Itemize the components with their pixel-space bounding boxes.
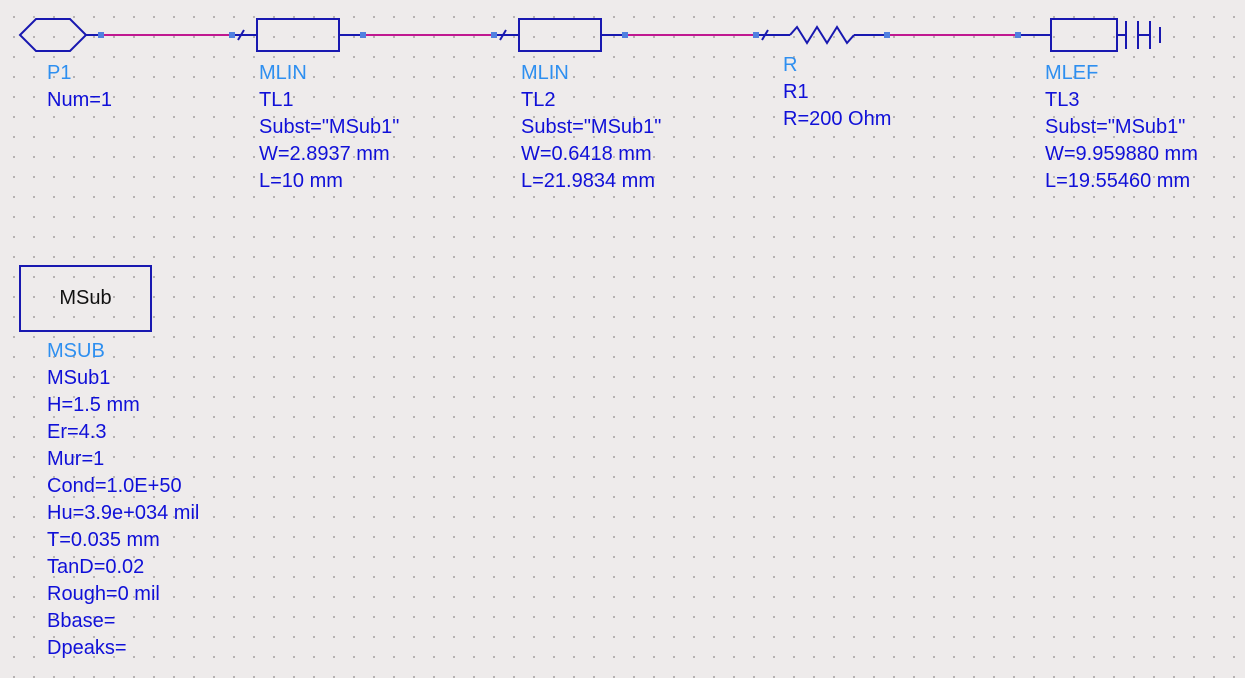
component-name: P1 bbox=[47, 62, 72, 84]
component-prop[interactable]: Mur=1 bbox=[47, 448, 105, 470]
label-p1[interactable]: P1 Num=1 bbox=[47, 60, 112, 114]
mlin-body bbox=[256, 18, 340, 52]
component-type: MSUB bbox=[47, 340, 105, 362]
msub-box-label: MSub bbox=[59, 287, 112, 309]
label-tl3[interactable]: MLEF TL3 Subst="MSub1" W=9.959880 mm L=1… bbox=[1045, 60, 1198, 195]
component-prop[interactable]: Subst="MSub1" bbox=[259, 116, 400, 138]
label-r1[interactable]: R R1 R=200 Ohm bbox=[783, 52, 891, 133]
component-name[interactable]: TL2 bbox=[521, 89, 556, 111]
component-name[interactable]: R1 bbox=[783, 81, 809, 103]
component-type: MLIN bbox=[521, 62, 569, 84]
component-type: MLEF bbox=[1045, 62, 1099, 84]
component-prop[interactable]: Num=1 bbox=[47, 89, 113, 111]
component-tl3[interactable] bbox=[1018, 18, 1161, 52]
terminal-tick bbox=[499, 29, 507, 41]
port-node[interactable] bbox=[360, 32, 366, 38]
port-node[interactable] bbox=[884, 32, 890, 38]
component-prop[interactable]: T=0.035 mm bbox=[47, 529, 160, 551]
component-name[interactable]: TL3 bbox=[1045, 89, 1080, 111]
mlef-body bbox=[1050, 18, 1118, 52]
port-node[interactable] bbox=[1015, 32, 1021, 38]
component-name[interactable]: TL1 bbox=[259, 89, 294, 111]
port-symbol bbox=[18, 18, 88, 52]
msub-component-box[interactable]: MSub bbox=[19, 265, 152, 332]
component-prop[interactable]: W=2.8937 mm bbox=[259, 143, 390, 165]
component-prop[interactable]: TanD=0.02 bbox=[47, 556, 145, 578]
component-prop[interactable]: W=0.6418 mm bbox=[521, 143, 652, 165]
component-prop[interactable]: Dpeaks= bbox=[47, 637, 127, 659]
terminal-tick bbox=[237, 29, 245, 41]
label-tl2[interactable]: MLIN TL2 Subst="MSub1" W=0.6418 mm L=21.… bbox=[521, 60, 661, 195]
component-prop[interactable]: Rough=0 mil bbox=[47, 583, 160, 605]
label-msub[interactable]: MSUB MSub1 H=1.5 mm Er=4.3 Mur=1 Cond=1.… bbox=[47, 338, 199, 662]
component-tl2[interactable] bbox=[494, 18, 625, 52]
component-r1[interactable] bbox=[756, 25, 887, 45]
port-node[interactable] bbox=[229, 32, 235, 38]
component-prop[interactable]: Cond=1.0E+50 bbox=[47, 475, 182, 497]
component-prop[interactable]: Subst="MSub1" bbox=[1045, 116, 1186, 138]
port-node[interactable] bbox=[622, 32, 628, 38]
mlin-body bbox=[518, 18, 602, 52]
component-prop[interactable]: Er=4.3 bbox=[47, 421, 107, 443]
port-node[interactable] bbox=[753, 32, 759, 38]
component-type: R bbox=[783, 54, 798, 76]
port-node[interactable] bbox=[491, 32, 497, 38]
component-name[interactable]: MSub1 bbox=[47, 367, 111, 389]
component-tl1[interactable] bbox=[232, 18, 363, 52]
component-type: MLIN bbox=[259, 62, 307, 84]
component-prop[interactable]: Bbase= bbox=[47, 610, 116, 632]
port-nodes bbox=[98, 32, 1021, 38]
port-node[interactable] bbox=[98, 32, 104, 38]
port-p1[interactable] bbox=[18, 18, 101, 52]
label-tl1[interactable]: MLIN TL1 Subst="MSub1" W=2.8937 mm L=10 … bbox=[259, 60, 399, 195]
terminal-tick bbox=[761, 29, 769, 41]
component-prop[interactable]: L=19.55460 mm bbox=[1045, 170, 1191, 192]
component-prop[interactable]: R=200 Ohm bbox=[783, 108, 892, 130]
component-prop[interactable]: Hu=3.9e+034 mil bbox=[47, 502, 200, 524]
component-prop[interactable]: L=10 mm bbox=[259, 170, 343, 192]
component-prop[interactable]: L=21.9834 mm bbox=[521, 170, 655, 192]
component-prop[interactable]: W=9.959880 mm bbox=[1045, 143, 1198, 165]
resistor-zigzag-icon bbox=[789, 25, 855, 45]
component-prop[interactable]: H=1.5 mm bbox=[47, 394, 140, 416]
component-prop[interactable]: Subst="MSub1" bbox=[521, 116, 662, 138]
